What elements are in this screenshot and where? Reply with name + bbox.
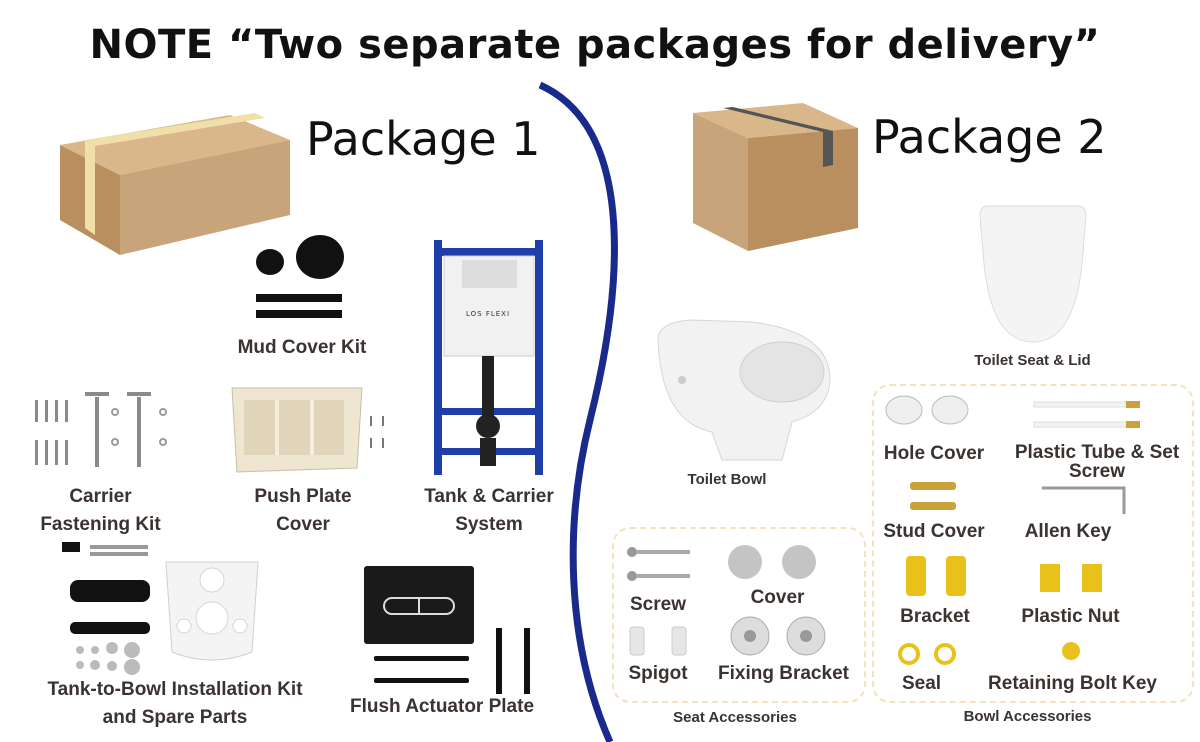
toilet-bowl-image xyxy=(657,319,831,461)
fixing-bracket-label: Fixing Bracket xyxy=(718,663,849,684)
flush-actuator-plate-label: Flush Actuator Plate xyxy=(349,696,535,717)
plastic-nut-image xyxy=(1040,564,1102,592)
spigot-image xyxy=(629,626,687,656)
package-1-box-image xyxy=(60,113,290,255)
push-plate-cover-image xyxy=(231,387,363,473)
fixing-bracket-image xyxy=(730,616,826,656)
push-plate-screws xyxy=(370,416,384,448)
package-1-heading: Package 1 xyxy=(306,112,541,166)
plastic-tube-label: Plastic Tube & Set Screw xyxy=(1014,442,1180,482)
retaining-bolt-key-label: Retaining Bolt Key xyxy=(988,673,1157,694)
tank-carrier-label: Tank & Carrier System xyxy=(424,486,554,535)
toilet-seat-lid-image xyxy=(979,205,1087,343)
plastic-nut-label: Plastic Nut xyxy=(1021,606,1120,627)
stud-cover-label: Stud Cover xyxy=(883,521,985,542)
cover-label: Cover xyxy=(750,587,805,608)
screw-label: Screw xyxy=(630,594,686,615)
allen-key-label: Allen Key xyxy=(1024,521,1112,542)
allen-key-image xyxy=(1042,486,1126,514)
screw-image xyxy=(627,547,690,581)
push-plate-cover-label: Push Plate Cover xyxy=(254,486,352,535)
carrier-fastening-kit-image xyxy=(35,392,167,467)
tank-to-bowl-kit-image xyxy=(62,542,150,675)
toilet-seat-lid-label: Toilet Seat & Lid xyxy=(974,352,1091,369)
hole-cover-image xyxy=(885,395,969,425)
tank-to-bowl-kit-label: Tank-to-Bowl Installation Kit and Spare … xyxy=(47,679,303,728)
bracket-label: Bracket xyxy=(900,606,970,627)
bowl-accessories-caption: Bowl Accessories xyxy=(963,708,1092,725)
tank-carrier-image xyxy=(434,240,543,475)
stud-cover-image xyxy=(910,482,956,510)
bracket-image xyxy=(906,556,966,596)
seal-label: Seal xyxy=(901,673,942,694)
plastic-tube-image xyxy=(1033,401,1140,428)
retaining-bolt-key-image xyxy=(1062,642,1080,660)
bowl-accessories-group xyxy=(872,384,1194,703)
package-2-heading: Package 2 xyxy=(872,110,1107,164)
seal-image xyxy=(898,643,956,665)
package-2-box-image xyxy=(693,103,858,251)
page-title: NOTE “Two separate packages for delivery… xyxy=(89,22,1101,68)
carrier-fastening-kit-label: Carrier Fastening Kit xyxy=(40,486,161,535)
hole-cover-label: Hole Cover xyxy=(883,443,985,464)
mud-cover-kit-image xyxy=(256,235,344,318)
toilet-bowl-label: Toilet Bowl xyxy=(687,471,767,488)
carrier-brand-text: LOS FLEXI xyxy=(466,310,511,318)
seat-accessories-caption: Seat Accessories xyxy=(673,709,797,726)
seat-accessories-group xyxy=(612,527,866,703)
wall-gasket-image xyxy=(165,561,259,661)
flush-actuator-plate-image xyxy=(364,566,530,694)
seat-cover-image xyxy=(728,545,816,579)
mud-cover-kit-label: Mud Cover Kit xyxy=(237,337,367,358)
spigot-label: Spigot xyxy=(628,663,688,684)
